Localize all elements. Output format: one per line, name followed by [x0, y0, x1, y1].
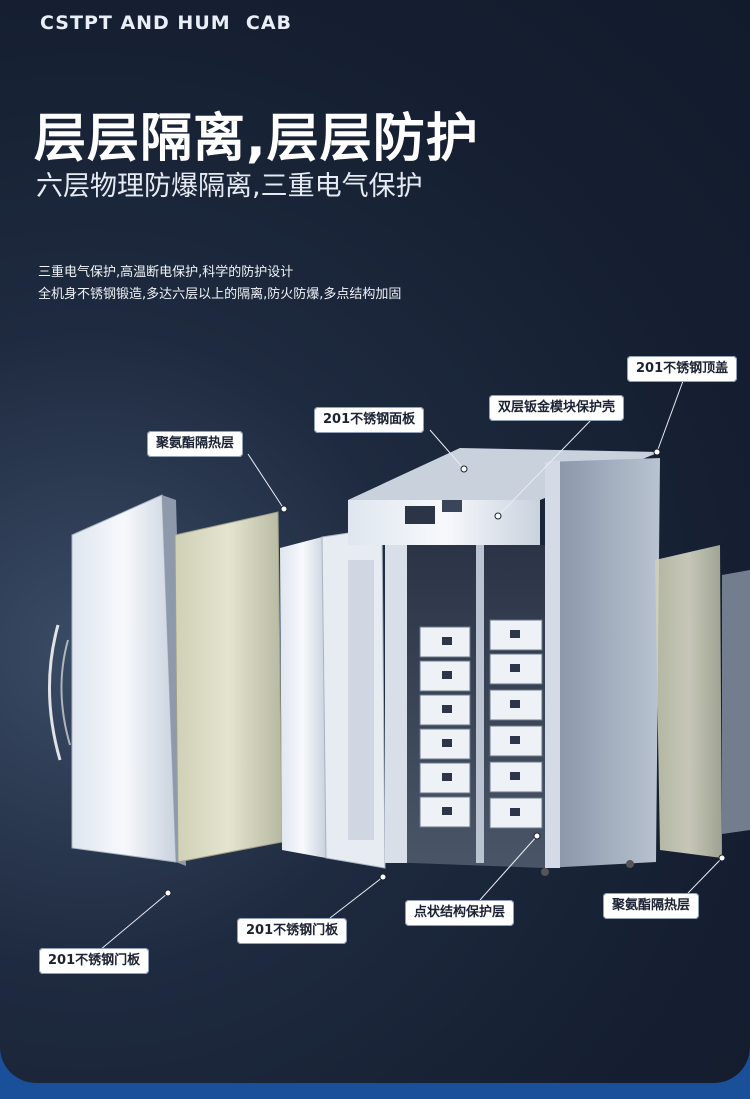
- cabinet-side-panel: [545, 458, 660, 868]
- insulation-layer-right: [655, 545, 722, 858]
- callout-dot-structure: 点状结构保护层: [405, 900, 515, 926]
- callout-insulation-right: 聚氨酯隔热层: [603, 893, 700, 919]
- leader-lines: [99, 380, 723, 951]
- insulation-layer-left: [174, 511, 283, 863]
- drawer-handles: [442, 630, 520, 816]
- description-line: 三重电气保护,高温断电保护,科学的防护设计: [38, 265, 294, 280]
- callout-top-cover: 201不锈钢顶盖: [627, 356, 738, 382]
- subheadline: 六层物理防爆隔离,三重电气保护: [36, 171, 423, 202]
- leader-dots: [164, 448, 726, 897]
- face-panel: [348, 500, 540, 545]
- drawer-column-left: [419, 626, 471, 828]
- inner-door-panel: [280, 537, 326, 858]
- motion-arc-icon: [48, 624, 62, 761]
- callout-module-shell: 双层钣金模块保护壳: [489, 395, 625, 421]
- description-line: 全机身不锈钢锻造,多达六层以上的隔离,防火防爆,多点结构加固: [38, 287, 402, 302]
- callout-door-panel-outer: 201不锈钢门板: [39, 948, 150, 974]
- callout-face-panel: 201不锈钢面板: [314, 407, 425, 433]
- headline: 层层隔离,层层防护: [34, 109, 479, 169]
- callout-insulation-left: 聚氨酯隔热层: [147, 431, 244, 457]
- brand-name: CSTPT AND HUM CAB: [40, 12, 293, 34]
- outer-door-panel: [71, 494, 177, 863]
- description: 三重电气保护,高温断电保护,科学的防护设计 全机身不锈钢锻造,多达六层以上的隔离…: [38, 262, 401, 306]
- callout-door-panel-inner: 201不锈钢门板: [237, 918, 348, 944]
